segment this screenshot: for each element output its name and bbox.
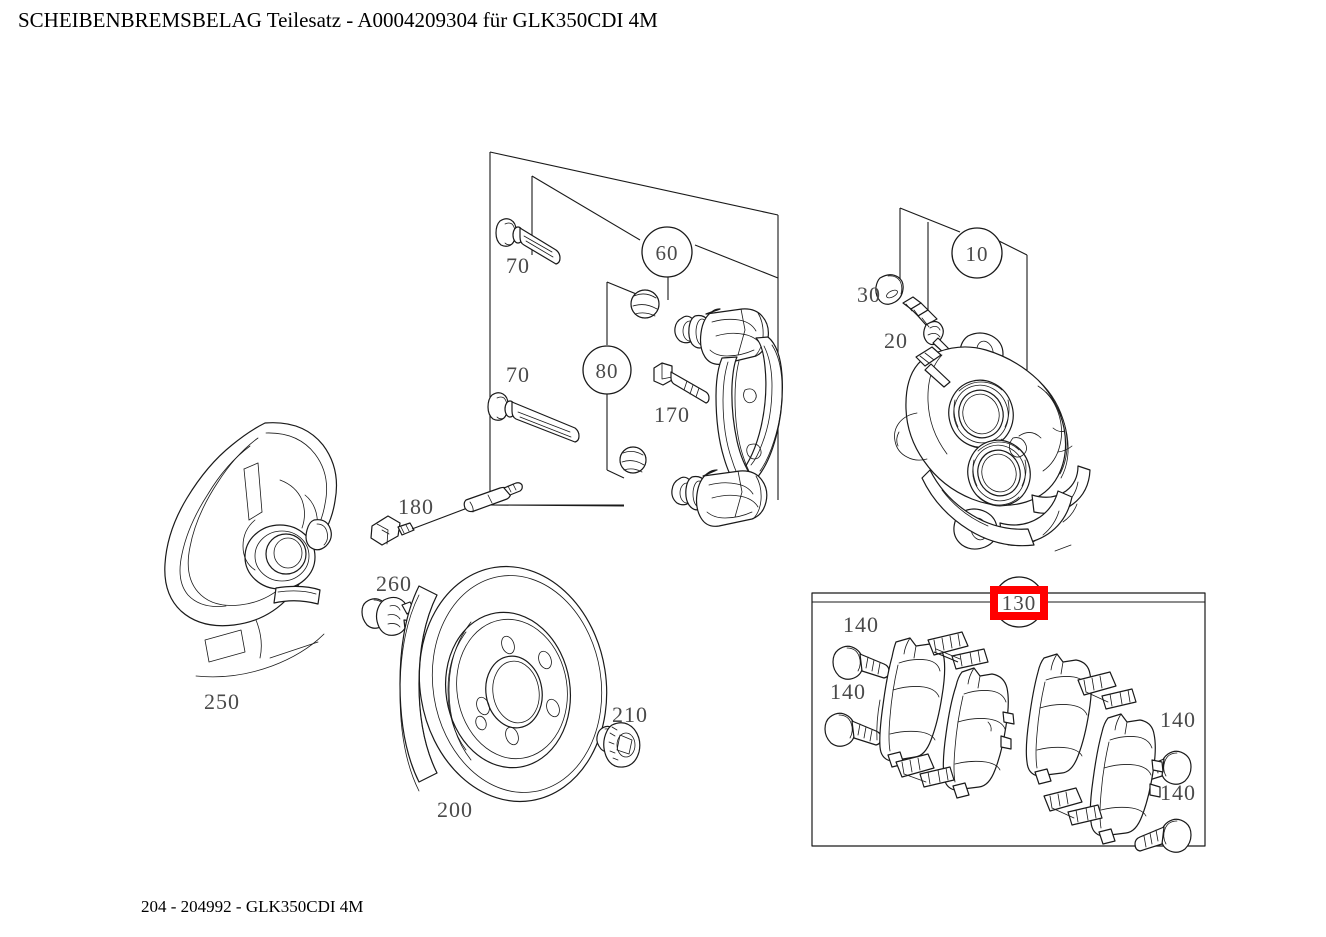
bleeder-valve-20 <box>902 296 951 355</box>
label-sensor-180: 180 <box>398 494 434 519</box>
guide-pin-boot-upper <box>630 289 660 319</box>
caliper-piston-bore-upper <box>948 379 1014 449</box>
label-screw-260: 260 <box>376 571 412 596</box>
label-nut-210: 210 <box>612 702 648 727</box>
caliper-bracket <box>671 308 783 527</box>
pad-bolt-140-2 <box>824 712 882 747</box>
label-bleeder-20: 20 <box>884 328 908 353</box>
label-pin-lower: 70 <box>506 362 530 387</box>
label-pad-bolt-4: 140 <box>1160 780 1196 805</box>
callout-80-label: 80 <box>596 359 619 383</box>
pad-bolt-140-4 <box>1134 818 1192 853</box>
brake-wear-sensor-180 <box>370 482 523 546</box>
pad-retaining-clip-3 <box>1077 671 1137 710</box>
bleeder-cap-30 <box>875 274 904 305</box>
page-title: SCHEIBENBREMSBELAG Teilesatz - A00042093… <box>18 8 658 32</box>
brake-pad-4 <box>1089 713 1164 845</box>
guide-pin-lower <box>487 392 580 443</box>
label-pad-bolt-1: 140 <box>843 612 879 637</box>
brake-pad-2 <box>942 667 1015 799</box>
pad-retaining-clip-2 <box>895 753 955 788</box>
caliper-bracket-bolt-170 <box>653 362 710 404</box>
label-bolt-170: 170 <box>654 402 690 427</box>
label-rotor-200: 200 <box>437 797 473 822</box>
brake-dust-shield-250 <box>164 422 338 678</box>
leader-lines-80 <box>606 281 647 479</box>
callout-80[interactable]: 80 <box>582 345 632 395</box>
page-footer: 204 - 204992 - GLK350CDI 4M <box>141 897 364 916</box>
callout-60-label: 60 <box>656 241 679 265</box>
label-pad-bolt-3: 140 <box>1160 707 1196 732</box>
callout-10[interactable]: 10 <box>951 227 1003 279</box>
brake-pad-3 <box>1025 653 1092 785</box>
callout-130-label: 130 <box>1002 591 1037 615</box>
label-pin-upper: 70 <box>506 253 530 278</box>
label-cap-30: 30 <box>857 282 881 307</box>
brake-disc-rotor-200 <box>399 565 608 803</box>
callout-60[interactable]: 60 <box>641 226 693 278</box>
label-shield-250: 250 <box>204 689 240 714</box>
guide-pin-upper <box>495 218 561 265</box>
pad-bolt-140-1 <box>832 645 890 680</box>
pad-retaining-clip-1 <box>927 631 989 670</box>
label-pad-bolt-2: 140 <box>830 679 866 704</box>
brake-caliper-body <box>894 332 1091 552</box>
rotor-retaining-nut-210 <box>596 722 641 768</box>
guide-pin-boot-lower <box>619 446 647 474</box>
pad-retaining-clip-4 <box>1043 787 1103 826</box>
group-frame-caliper <box>899 207 1028 370</box>
callout-10-label: 10 <box>966 242 989 266</box>
highlight-box-130 <box>990 586 1048 620</box>
